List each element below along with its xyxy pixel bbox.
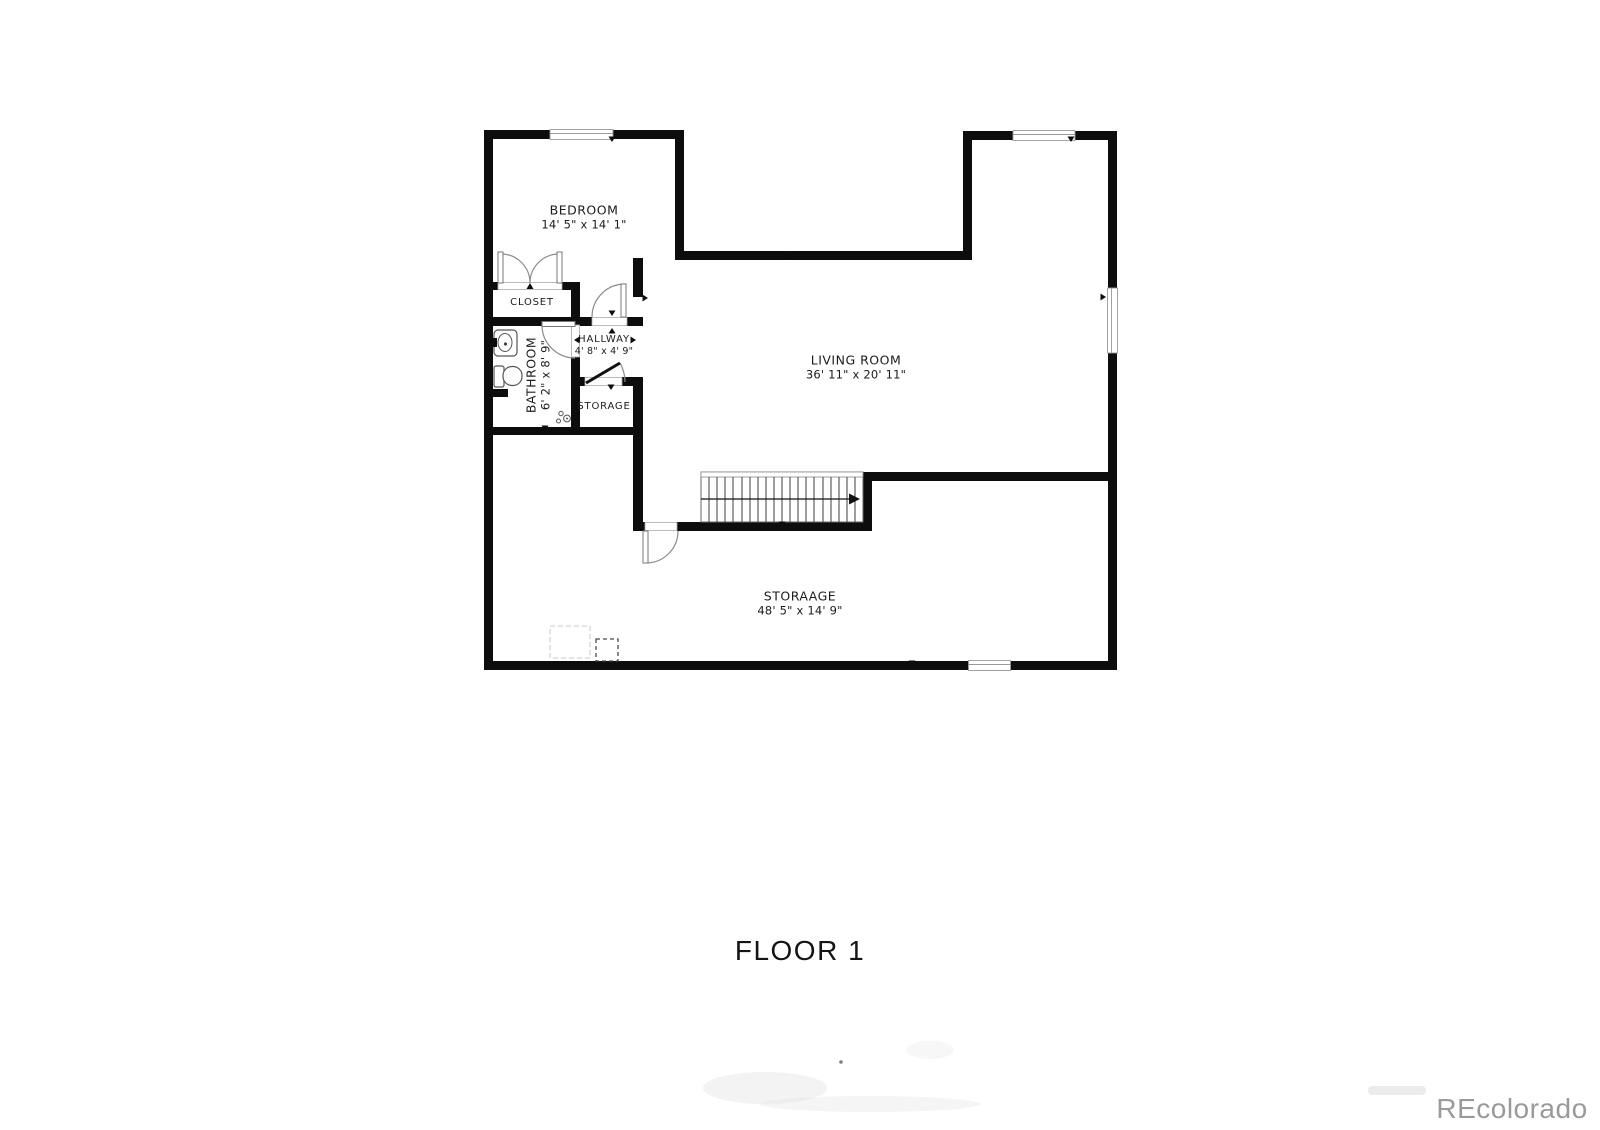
arrow-topright-window xyxy=(1067,136,1075,142)
walls xyxy=(484,130,1117,670)
arrow-bottom-wall xyxy=(908,660,916,666)
bedroom-dims: 14' 5" x 14' 1" xyxy=(541,217,627,232)
arrow-left-wall-bedroom xyxy=(486,172,492,180)
doors xyxy=(497,251,679,564)
storage-large-dims: 48' 5" x 14' 9" xyxy=(757,603,843,618)
arrow-right-window xyxy=(1100,293,1106,301)
bedroom-label: BEDROOM 14' 5" x 14' 1" xyxy=(541,202,626,231)
arrow-stair-bottom-wall xyxy=(778,521,786,527)
living-room-dims: 36' 11" x 20' 11" xyxy=(805,367,907,382)
stair-direction-arrow-icon xyxy=(849,493,860,505)
hallway-dims: 4' 8" x 4' 9" xyxy=(574,346,634,358)
wall-stairwell-right xyxy=(863,472,872,531)
closet-label: CLOSET xyxy=(510,297,554,309)
arrow-left-wall-storage xyxy=(486,552,492,560)
closet-double-door xyxy=(497,251,563,284)
wall-closet-right xyxy=(571,282,580,325)
stair-top-rail xyxy=(700,471,864,478)
arrow-living-top-wall xyxy=(785,253,793,260)
storage-bottom-window xyxy=(968,660,1011,671)
sink-icon xyxy=(492,329,518,357)
staircase xyxy=(700,471,864,523)
livingroom-right-window xyxy=(1107,287,1118,354)
bedroom-hallway-door xyxy=(591,283,627,318)
wall-toilet-privacy-stub xyxy=(484,389,508,397)
livingroom-storage-door xyxy=(642,530,679,564)
wall-livingroom-top-west xyxy=(675,251,972,260)
living-room-name: LIVING ROOM xyxy=(810,352,902,368)
wall-storage-right xyxy=(633,377,643,531)
wall-bedroom-top-a xyxy=(484,130,550,139)
wall-storage-top-a xyxy=(571,377,585,386)
wall-top-right-a xyxy=(963,131,1013,140)
furniture-outlines xyxy=(549,625,619,662)
toilet-icon xyxy=(493,365,523,388)
wall-livingroom-bottom-east xyxy=(863,472,1117,481)
hallway-name: HALLWAY xyxy=(578,334,630,346)
floor-title: FLOOR 1 xyxy=(734,935,866,966)
bedroom-hallway-door-threshold xyxy=(591,317,628,326)
wall-stair-bottom-a xyxy=(633,522,645,531)
wall-right-exterior-b xyxy=(1108,353,1117,670)
wall-bedroom-top-b xyxy=(613,130,684,139)
shower-valve-icon xyxy=(556,410,571,424)
storage-label: STORAGE xyxy=(577,401,630,413)
wall-hallway-top-a xyxy=(484,317,592,326)
windows xyxy=(549,129,1118,671)
wall-bathroom-right xyxy=(571,357,580,435)
arrow-living-bottom-wall xyxy=(908,474,916,481)
wall-stair-bottom-b xyxy=(677,522,872,531)
arrow-hallway-right xyxy=(630,336,636,344)
arrow-right-wall-bedroom xyxy=(676,172,682,180)
wall-closet-top-a xyxy=(484,282,498,290)
arrow-bedroom-living-opening xyxy=(642,294,648,302)
arrow-hallway-door-top xyxy=(608,310,616,316)
wall-bottom-a xyxy=(484,661,969,670)
arrow-bathroom-bottom xyxy=(541,425,549,431)
arrow-hallway-left xyxy=(574,336,580,344)
wall-hallway-top-b xyxy=(627,317,643,326)
storage-large-label: STORAAGE 48' 5" x 14' 9" xyxy=(757,588,842,617)
bathroom-dims: 6' 2" x 8' 9" xyxy=(538,339,553,411)
storage-large-name: STORAAGE xyxy=(763,588,837,604)
wall-storage-top-b xyxy=(622,377,643,386)
storage-angled-door xyxy=(585,361,626,385)
arrow-bedroom-window xyxy=(608,136,616,142)
dashed-box-small xyxy=(595,638,619,662)
dashed-box-large xyxy=(549,625,591,659)
storage-name: STORAGE xyxy=(577,401,631,412)
storage-door-threshold xyxy=(584,377,623,386)
livingroom-top-window xyxy=(1012,130,1076,141)
bedroom-window xyxy=(549,129,614,140)
closet-name: CLOSET xyxy=(510,297,554,308)
wall-bedroom-right xyxy=(675,130,684,260)
wall-left-exterior xyxy=(484,130,493,670)
hallway-label: HALLWAY 4' 8" x 4' 9" xyxy=(575,334,633,358)
wall-bedroom-nook-east xyxy=(633,258,643,297)
wall-bottom-b xyxy=(1010,661,1117,670)
bathroom-label: BATHROOM 6' 2" x 8' 9" xyxy=(523,337,552,413)
arrow-hallway-door-bottom xyxy=(608,328,616,334)
wall-top-right-b xyxy=(1075,131,1117,140)
bedroom-name: BEDROOM xyxy=(549,202,619,218)
living-room-label: LIVING ROOM 36' 11" x 20' 11" xyxy=(806,352,906,381)
arrow-closet-door xyxy=(526,283,534,289)
wall-step-vertical xyxy=(963,131,972,260)
wall-right-exterior-a xyxy=(1108,131,1117,288)
bathroom-name: BATHROOM xyxy=(523,336,539,414)
recolorado-watermark: REcolorado xyxy=(1436,1093,1588,1124)
scan-smudges xyxy=(703,1041,1426,1112)
livingroom-storage-door-threshold xyxy=(644,522,678,531)
direction-arrows xyxy=(486,136,1106,666)
wall-bathroom-bottom xyxy=(484,427,643,435)
bathroom-door xyxy=(541,321,576,359)
arrow-storage-door xyxy=(607,384,615,390)
bathroom-fixtures xyxy=(492,329,571,424)
